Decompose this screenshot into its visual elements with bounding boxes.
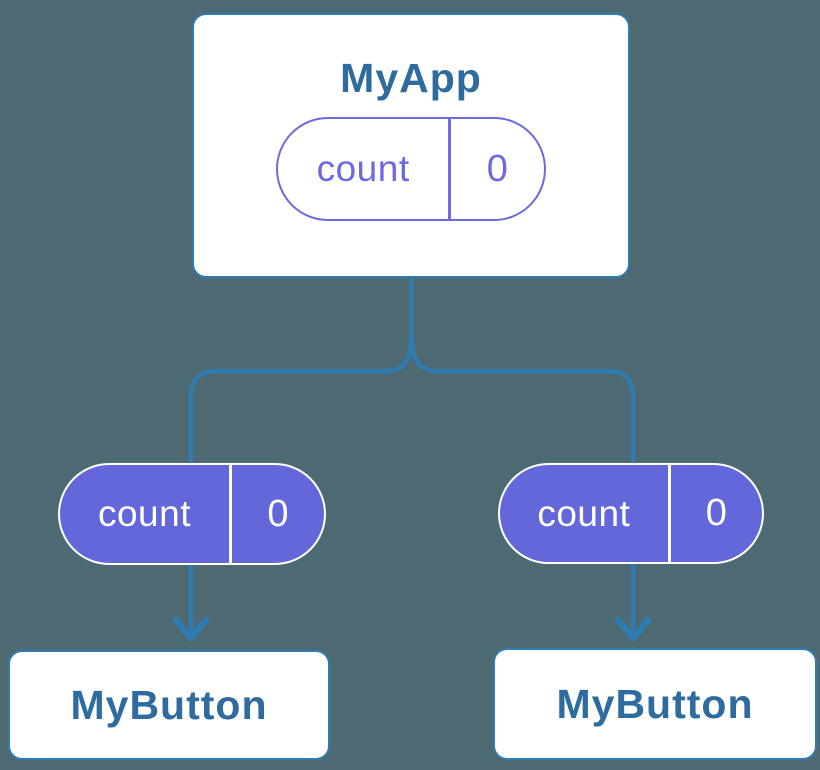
- node-card-myapp: MyApp count 0: [192, 13, 630, 278]
- state-pill: count 0: [276, 117, 546, 221]
- node-card-mybutton-right: MyButton: [493, 648, 817, 760]
- pill-divider: [667, 465, 671, 562]
- prop-pill-left: count 0: [58, 463, 326, 565]
- prop-value: 0: [267, 492, 289, 535]
- pill-divider: [448, 119, 451, 219]
- state-name: count: [316, 148, 410, 189]
- connector-right-branch: [409, 335, 636, 631]
- component-title: MyApp: [340, 55, 482, 101]
- prop-name: count: [97, 493, 191, 534]
- prop-pill-right: count 0: [498, 463, 764, 564]
- component-title: MyButton: [70, 681, 268, 728]
- connector-left-branch: [188, 335, 414, 631]
- state-value: 0: [486, 147, 508, 190]
- pill-divider: [228, 465, 232, 563]
- prop-name: count: [537, 492, 631, 534]
- arrowhead-down-left-icon: [172, 616, 210, 642]
- component-title: MyButton: [556, 680, 754, 727]
- node-card-mybutton-left: MyButton: [8, 650, 330, 760]
- arrowhead-down-right-icon: [614, 616, 652, 642]
- prop-value: 0: [705, 492, 727, 534]
